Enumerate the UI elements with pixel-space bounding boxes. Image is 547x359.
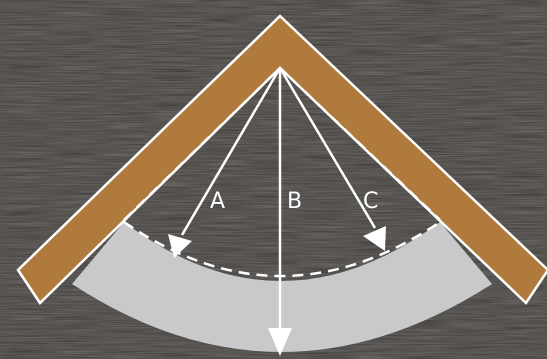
label-c: C	[363, 189, 378, 214]
label-a: A	[210, 189, 225, 214]
label-b: B	[287, 189, 302, 214]
